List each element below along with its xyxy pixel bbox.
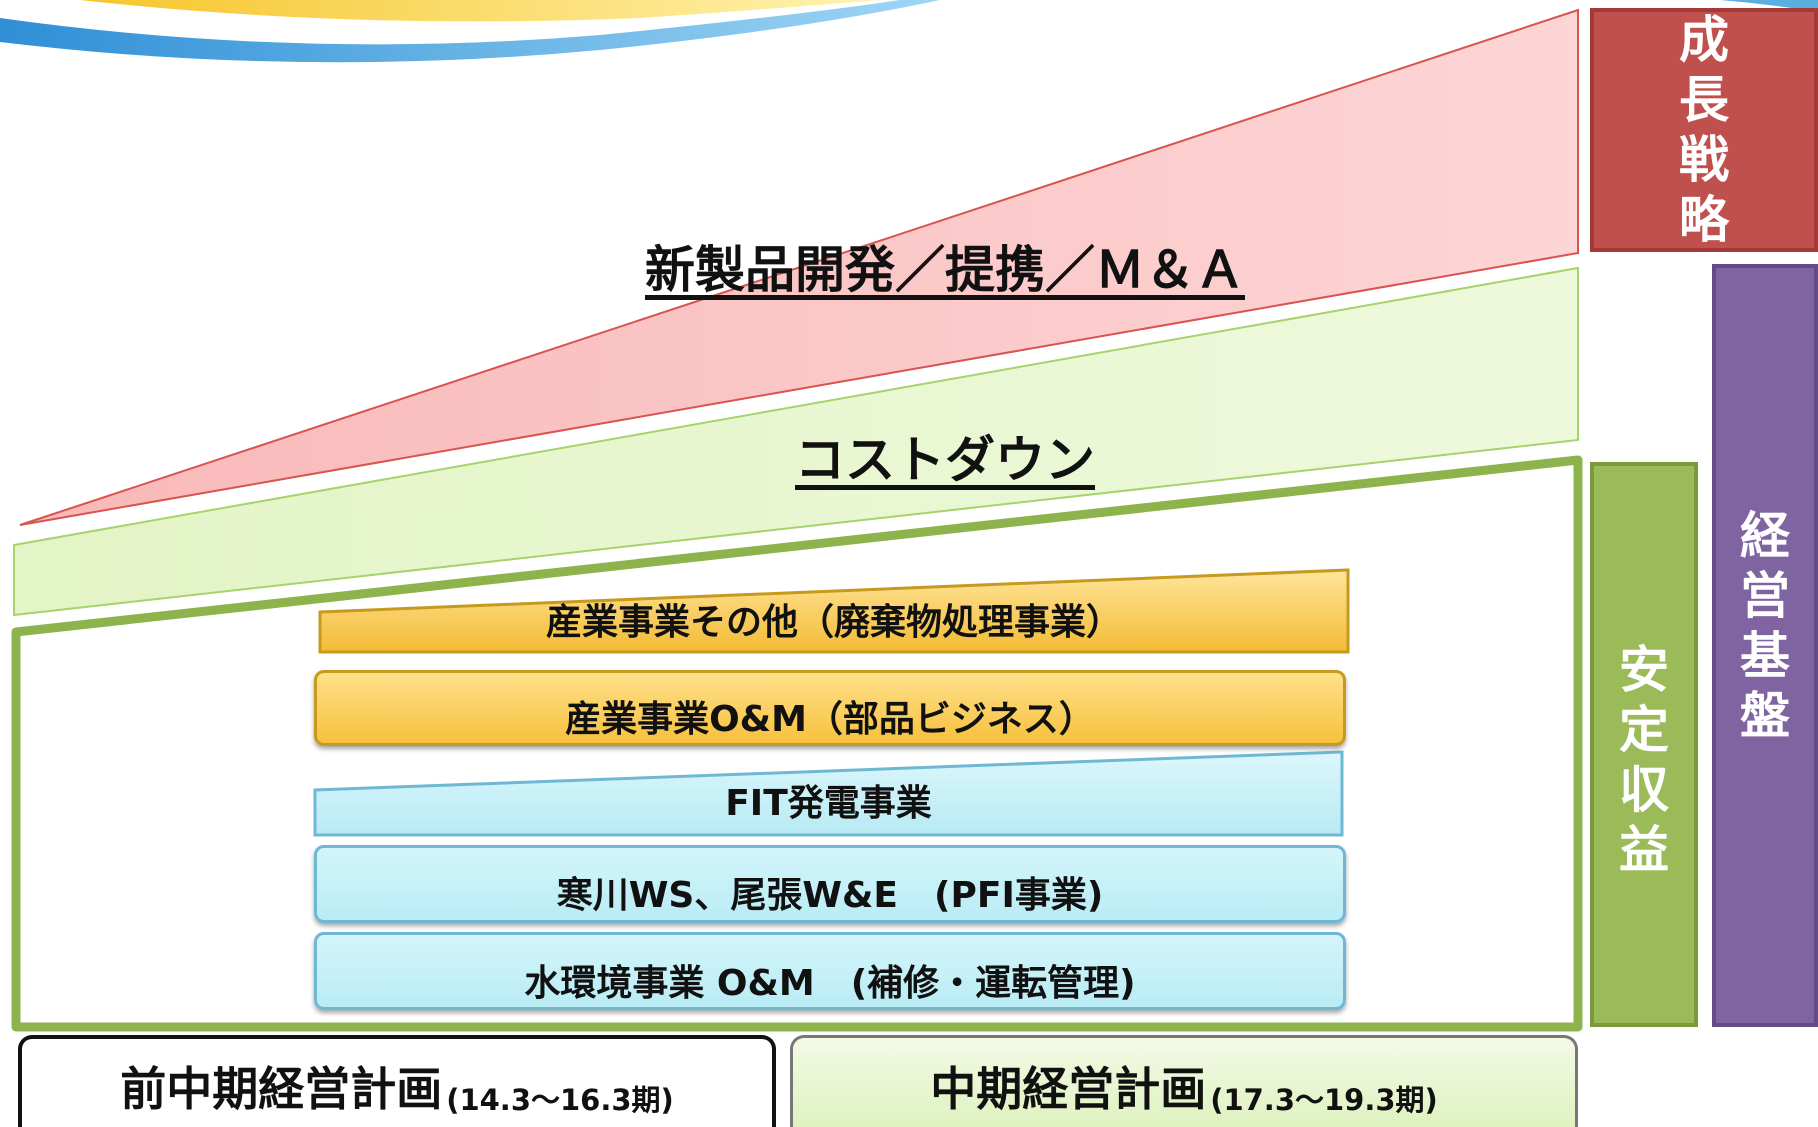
stable-earnings-box: 安 定 収 益 <box>1590 462 1698 1027</box>
foundation-char-1: 営 <box>1740 566 1790 625</box>
foundation-char-2: 基 <box>1740 626 1790 685</box>
growth-char-3: 略 <box>1679 191 1729 249</box>
stable-char-3: 益 <box>1619 820 1669 879</box>
previous-plan-period: (14.3～16.3期) <box>446 1083 674 1117</box>
swoosh-blue-right <box>1720 0 1818 12</box>
growth-wedge <box>19 8 1579 526</box>
bar-label-3: 寒川WS、尾張W&E (PFI事業) <box>556 875 1104 916</box>
growth-char-0: 成 <box>1679 11 1729 69</box>
bar-label-1: 産業事業O&M（部品ビジネス） <box>565 699 1095 740</box>
bar-1 <box>314 670 1346 746</box>
stable-char-2: 収 <box>1619 760 1669 819</box>
management-foundation-box: 経 営 基 盤 <box>1712 264 1818 1027</box>
bar-label-0: 産業事業その他（廃棄物処理事業） <box>545 602 1122 643</box>
foundation-char-3: 盤 <box>1740 686 1790 745</box>
stable-char-0: 安 <box>1619 640 1669 699</box>
costdown-wedge <box>13 266 1579 617</box>
middle-wedge-label: コストダウン <box>795 431 1095 489</box>
stable-char-1: 定 <box>1619 700 1669 759</box>
foundation-char-0: 経 <box>1740 506 1790 565</box>
current-plan-box: 中期経営計画 (17.3～19.3期) <box>790 1035 1578 1127</box>
previous-plan-title: 前中期経営計画 <box>120 1062 443 1116</box>
bar-3 <box>314 845 1346 923</box>
growth-char-1: 長 <box>1679 71 1729 129</box>
growth-strategy-box: 成 長 戦 略 <box>1590 8 1818 252</box>
previous-plan-box: 前中期経営計画 (14.3～16.3期) <box>18 1035 776 1127</box>
bar-label-4: 水環境事業 O&M (補修・運転管理) <box>524 963 1136 1004</box>
top-wedge-label: 新製品開発／提携／Ｍ＆Ａ <box>645 241 1245 299</box>
swoosh-yellow <box>80 0 880 22</box>
bar-shape-0 <box>318 568 1350 654</box>
current-plan-title: 中期経営計画 <box>930 1062 1207 1116</box>
bar-4 <box>314 932 1346 1010</box>
swoosh-blue <box>0 0 940 63</box>
bar-label-2: FIT発電事業 <box>725 783 932 824</box>
bar-shape-2 <box>313 750 1344 837</box>
current-plan-period: (17.3～19.3期) <box>1210 1083 1438 1117</box>
growth-char-2: 戦 <box>1679 131 1729 189</box>
